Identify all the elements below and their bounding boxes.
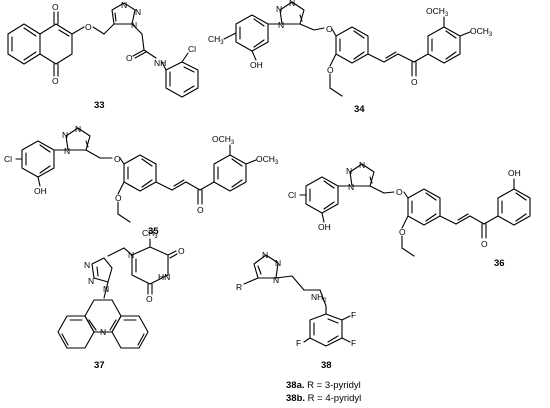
atom-N: N	[131, 20, 137, 30]
atom-N: N	[88, 276, 94, 286]
atom-CH3: CH3	[208, 34, 224, 46]
atom-NH2: NH2	[311, 292, 327, 304]
atom-O: O	[115, 193, 122, 203]
atom-O: O	[52, 2, 59, 12]
structure-34: CH3 OH N N N O O O OCH3 OCH3 34	[208, 0, 493, 115]
atom-F: F	[296, 338, 301, 348]
atom-O: O	[396, 187, 403, 197]
atom-OH: OH	[508, 168, 521, 178]
atom-N: N	[276, 4, 282, 14]
atom-OCH3: OCH3	[212, 134, 235, 146]
atom-N: N	[100, 327, 106, 337]
structure-35: Cl OH N N N O O O OCH3 OCH3 35	[4, 124, 279, 237]
atom-O: O	[197, 205, 204, 215]
caption-38a: 38a. R = 3-pyridyl	[286, 380, 361, 391]
atom-O: O	[411, 77, 418, 87]
atom-N: N	[346, 166, 352, 176]
atom-OCH3: OCH3	[470, 26, 493, 38]
atom-O: O	[327, 65, 334, 75]
structure-36: Cl OH N N N O O O OH 36	[288, 160, 531, 269]
compound-label-36: 36	[494, 258, 505, 269]
atom-N: N	[62, 130, 68, 140]
atom-N: N	[75, 124, 81, 134]
structure-38: R N N N NH2 F F F 38 38a. R = 3-pyridyl …	[236, 250, 361, 404]
atom-Cl: Cl	[188, 44, 196, 54]
atom-N: N	[103, 284, 109, 294]
atom-O: O	[146, 294, 153, 304]
atom-OH: OH	[250, 60, 263, 70]
atom-N: N	[275, 258, 281, 268]
atom-N: N	[135, 7, 141, 17]
atom-N: N	[121, 0, 127, 10]
atom-O: O	[481, 239, 488, 249]
compound-label-38: 38	[321, 360, 332, 371]
compound-label-37: 37	[94, 360, 105, 371]
structure-37: CH3 N O HN O N N N N 37	[57, 228, 185, 371]
atom-HN: HN	[158, 272, 170, 282]
atom-OH: OH	[318, 222, 331, 232]
compound-label-34: 34	[354, 104, 365, 115]
atom-OCH3: OCH3	[256, 154, 279, 166]
atom-OH: OH	[34, 186, 47, 196]
atom-N: N	[64, 146, 70, 156]
atom-O: O	[85, 22, 92, 32]
atom-O: O	[178, 246, 185, 256]
atom-R: R	[236, 282, 242, 292]
compound-label-35: 35	[148, 226, 159, 237]
atom-N: N	[348, 182, 354, 192]
compound-label-33: 33	[94, 100, 105, 111]
atom-O: O	[52, 76, 59, 86]
atom-Cl: Cl	[288, 190, 296, 200]
atom-Cl: Cl	[4, 154, 12, 164]
atom-OCH3: OCH3	[426, 6, 449, 18]
atom-N: N	[84, 260, 90, 270]
atom-N: N	[289, 0, 295, 8]
atom-O: O	[126, 53, 133, 63]
caption-38b: 38b. R = 4-pyridyl	[286, 393, 361, 404]
atom-N: N	[273, 275, 279, 285]
atom-O: O	[114, 154, 121, 164]
atom-F: F	[351, 310, 356, 320]
atom-F: F	[351, 338, 356, 348]
atom-O: O	[326, 24, 333, 34]
structure-33: O O O N N N O NH Cl 33	[7, 0, 199, 111]
atom-N: N	[128, 250, 134, 260]
atom-NH: NH	[154, 58, 166, 68]
atom-N: N	[278, 20, 284, 30]
atom-N: N	[262, 250, 268, 260]
atom-CH3: CH3	[142, 228, 158, 240]
atom-O: O	[399, 227, 406, 237]
atom-N: N	[359, 160, 365, 170]
